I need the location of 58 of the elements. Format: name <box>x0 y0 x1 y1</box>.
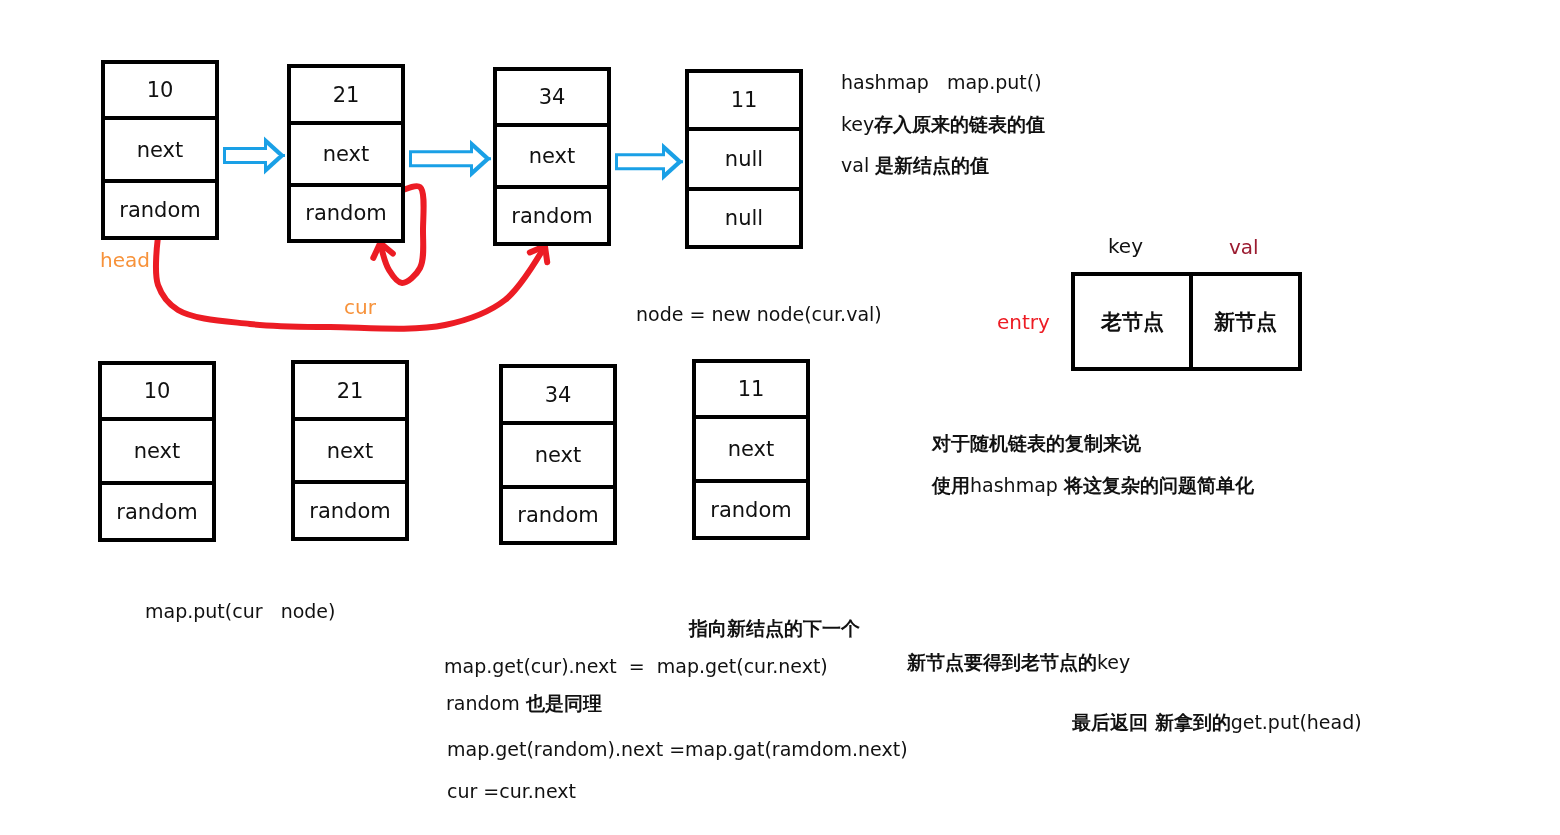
node-value: 21 <box>335 377 365 405</box>
next-pointer: next <box>295 417 405 480</box>
next-pointer: next <box>105 116 215 179</box>
random-pointer: random <box>696 479 806 536</box>
next-pointer: null <box>689 127 799 187</box>
linked-list-node <box>101 60 219 240</box>
note-text: key存入原来的链表的值 <box>841 112 1046 136</box>
next-pointer: next <box>696 415 806 479</box>
node-value: 11 <box>736 376 766 403</box>
random-pointer: random <box>102 481 212 538</box>
random-pointer: random <box>105 179 215 236</box>
linked-list-node <box>287 64 405 243</box>
linked-list-node <box>98 361 216 542</box>
note-text: val 是新结点的值 <box>841 153 990 177</box>
linked-list-node <box>692 359 810 540</box>
linked-list-node <box>291 360 409 541</box>
code-line: node = new node(cur.val) <box>636 302 882 326</box>
hollow-arrow <box>615 142 683 181</box>
hash-entry <box>1071 272 1302 371</box>
next-pointer: next <box>291 121 401 183</box>
linked-list-node <box>493 67 611 246</box>
note-text: 新节点要得到老节点的key <box>907 650 1131 674</box>
code-note: hashmap map.put() <box>841 70 1042 94</box>
node-value: 10 <box>145 77 175 104</box>
code-line: map.put(cur node) <box>145 599 336 623</box>
random-pointer: random <box>295 480 405 537</box>
entry-value: 新节点 <box>1189 276 1298 367</box>
note-text: random 也是同理 <box>446 691 602 715</box>
code-line: map.get(random).next =map.gat(ramdom.next) <box>447 737 908 761</box>
pointer-label: head <box>100 248 150 272</box>
hollow-arrow <box>409 139 491 178</box>
note-text: 指向新结点的下一个 <box>689 616 860 640</box>
random-pointer: random <box>291 183 401 239</box>
linked-list-node <box>685 69 803 249</box>
node-value: 21 <box>331 81 361 109</box>
random-pointer: null <box>689 187 799 245</box>
code-line: cur =cur.next <box>447 779 576 803</box>
node-value: 34 <box>543 381 573 409</box>
hollow-arrow <box>223 136 285 175</box>
linked-list-node <box>499 364 617 545</box>
column-header: val <box>1229 235 1259 259</box>
curved-arrow <box>370 183 427 286</box>
next-pointer: next <box>497 123 607 185</box>
row-label: entry <box>997 310 1050 334</box>
node-value: 34 <box>537 84 567 111</box>
random-pointer: random <box>497 185 607 242</box>
curved-arrow <box>153 237 551 332</box>
note-text: 最后返回 新拿到的get.put(head) <box>1072 710 1362 734</box>
column-header: key <box>1108 234 1143 258</box>
random-pointer: random <box>503 485 613 541</box>
note-text: 使用hashmap 将这复杂的问题简单化 <box>932 473 1254 497</box>
code-line: map.get(cur).next = map.get(cur.next) <box>444 654 828 678</box>
next-pointer: next <box>102 417 212 481</box>
note-text: 对于随机链表的复制来说 <box>932 431 1141 455</box>
node-value: 10 <box>142 378 172 405</box>
next-pointer: next <box>503 421 613 485</box>
node-value: 11 <box>729 87 759 114</box>
entry-key: 老节点 <box>1075 276 1189 367</box>
